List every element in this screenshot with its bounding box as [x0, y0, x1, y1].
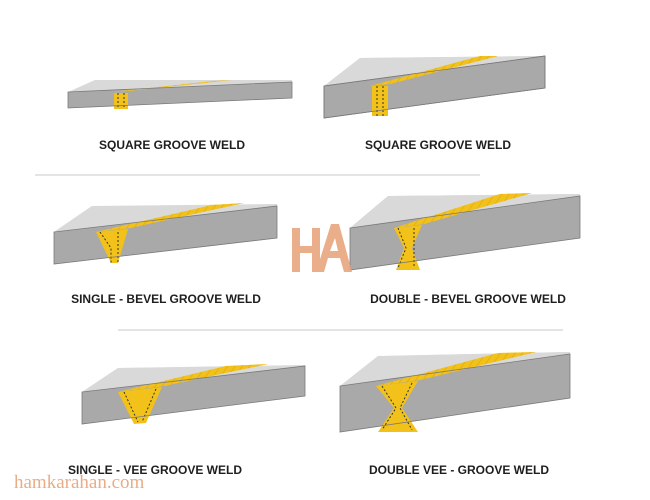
single-bevel-groove-weld-plate	[53, 203, 278, 265]
single-bevel-groove-weld-label: SINGLE - BEVEL GROOVE WELD	[71, 292, 261, 306]
square-groove-weld-right-label: SQUARE GROOVE WELD	[365, 138, 511, 152]
single-vee-groove-weld-label: SINGLE - VEE GROOVE WELD	[68, 463, 242, 477]
square-groove-weld-left-plate	[67, 80, 293, 109]
double-vee-groove-weld-plate	[339, 352, 571, 433]
single-vee-groove-weld-plate	[81, 364, 306, 425]
double-bevel-groove-weld-plate	[349, 193, 581, 271]
hamkarahan-logo-icon	[292, 224, 352, 272]
square-groove-weld-left-label: SQUARE GROOVE WELD	[99, 138, 245, 152]
double-bevel-groove-weld-label: DOUBLE - BEVEL GROOVE WELD	[370, 292, 566, 306]
square-groove-weld-right-plate	[323, 55, 546, 119]
double-vee-groove-weld-label: DOUBLE VEE - GROOVE WELD	[369, 463, 549, 477]
watermark-text: hamkarahan.com	[14, 472, 145, 493]
